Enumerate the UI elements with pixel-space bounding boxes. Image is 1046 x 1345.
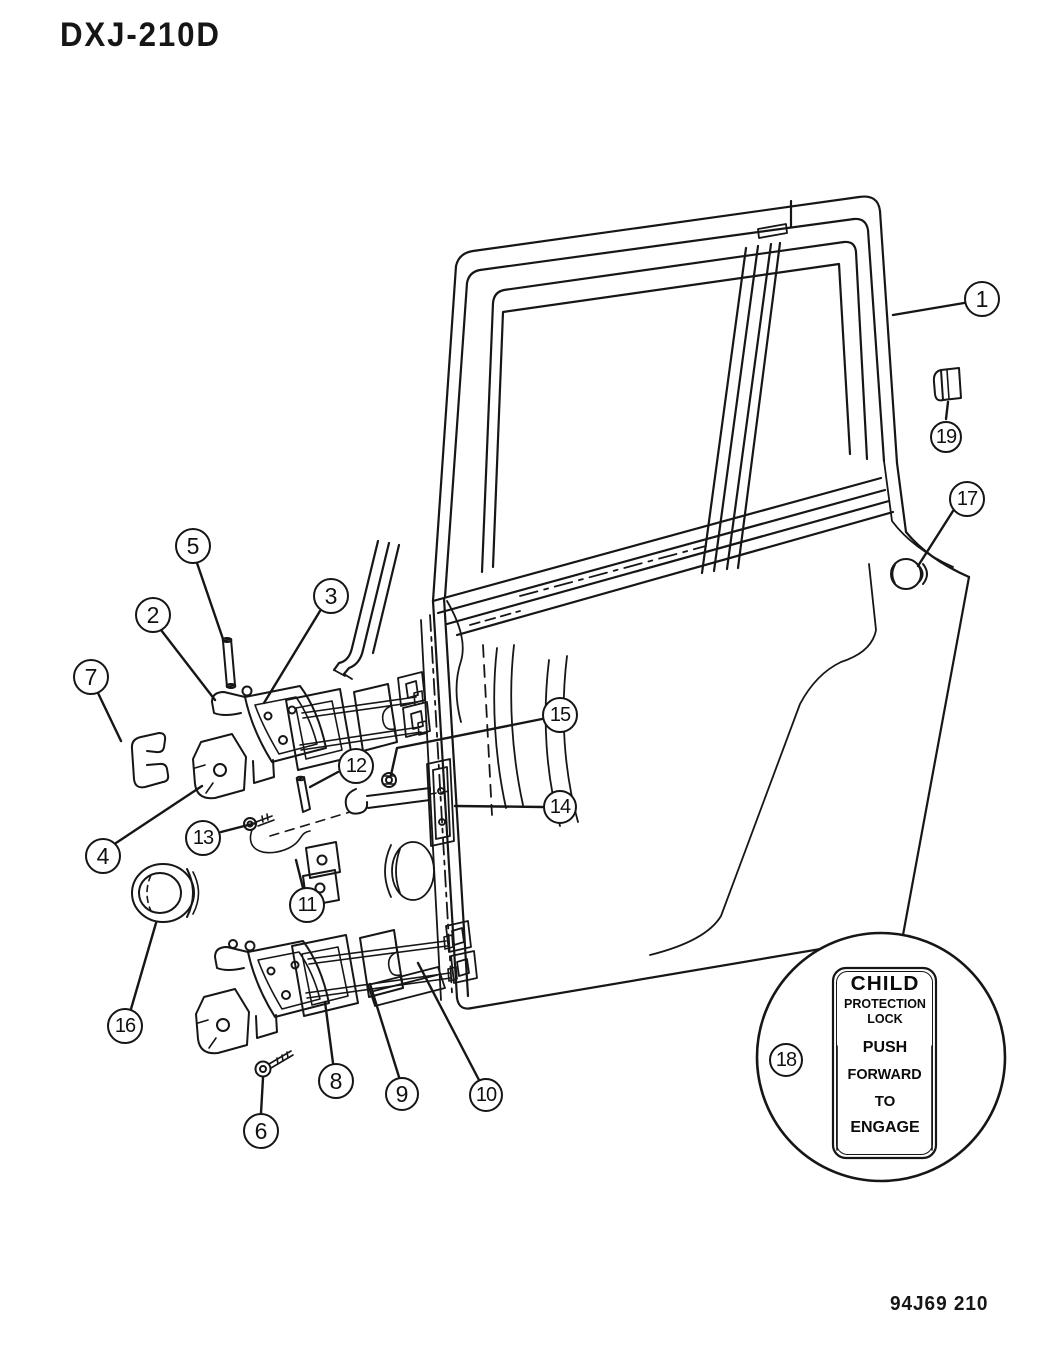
lower-hinge-assembly <box>131 863 458 1078</box>
hinge-pin-part5 <box>222 638 236 688</box>
child-lock-label-circle <box>755 931 1007 1183</box>
spring-clip-part7 <box>130 732 164 789</box>
figure-code: DXJ-210D <box>60 16 221 54</box>
hinge-body-part2 <box>244 685 327 763</box>
hinge-plate-part3 <box>285 688 353 771</box>
plug-part17 <box>890 558 928 590</box>
screw-part6 <box>254 1060 272 1078</box>
door-check-parts <box>243 772 451 907</box>
lower-hinge-body <box>247 940 330 1018</box>
lower-hinge-bracket <box>195 988 250 1055</box>
door-window-frame <box>431 195 899 603</box>
hinge-bracket-part4 <box>192 733 247 800</box>
upper-hinge-assembly <box>130 637 428 800</box>
nut-part15 <box>381 772 397 788</box>
clip-part19 <box>932 367 962 402</box>
check-pin-part12 <box>296 776 311 813</box>
door-beltline <box>431 476 895 637</box>
leader-lines <box>96 301 966 1115</box>
plate-code: 94J69 210 <box>890 1293 989 1315</box>
door-body-outline <box>455 460 971 1010</box>
check-bracket-part11 <box>305 841 341 879</box>
speaker-hole <box>391 841 435 901</box>
hinge-plate-part8 <box>291 934 359 1017</box>
check-arm-part14 <box>344 788 369 815</box>
